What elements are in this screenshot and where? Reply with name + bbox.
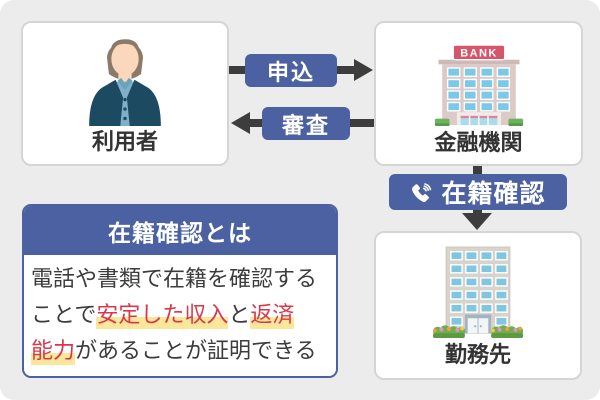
verify-arrow-head <box>462 213 492 230</box>
explain-text: と <box>228 302 251 327</box>
explain-line: 電話や書類で在籍を確認する <box>31 261 330 297</box>
explain-text: ことで <box>31 302 97 327</box>
bank-card-label: 金融機関 <box>434 130 523 155</box>
explain-line: ことで安定した収入と返済 <box>31 297 330 333</box>
apply-arrow-head <box>354 59 373 81</box>
explain-box: 在籍確認とは 電話や書類で在籍を確認する ことで安定した収入と返済 能力があるこ… <box>22 204 338 378</box>
highlighted-text: 能力 <box>31 338 76 365</box>
person-icon <box>77 26 173 126</box>
bank-card: BANK 金融機関 <box>374 21 583 166</box>
phone-icon <box>412 182 432 202</box>
explain-text: 電話や書類で在籍を確認する <box>31 266 318 291</box>
highlighted-text: 安定した収入 <box>96 302 229 329</box>
bank-sign: BANK <box>460 48 497 60</box>
office-building-icon <box>433 245 524 339</box>
apply-badge-label: 申込 <box>266 59 315 85</box>
workplace-card: 勤務先 <box>374 231 582 380</box>
explain-text: があることが証明できる <box>75 338 317 363</box>
verify-badge: 在籍確認 <box>389 174 567 210</box>
user-card: 利用者 <box>21 21 229 166</box>
highlighted-text: 返済 <box>250 302 295 329</box>
explain-line: 能力があることが証明できる <box>31 333 330 369</box>
explain-title: 在籍確認とは <box>24 206 336 255</box>
explain-body: 電話や書類で在籍を確認する ことで安定した収入と返済 能力があることが証明できる <box>24 255 336 369</box>
verify-badge-label: 在籍確認 <box>441 180 546 208</box>
workplace-card-label: 勤務先 <box>444 342 511 367</box>
review-badge: 審査 <box>262 107 350 140</box>
review-arrow-head <box>231 112 250 134</box>
bank-building-icon: BANK <box>433 44 525 127</box>
user-card-label: 利用者 <box>91 129 158 154</box>
review-badge-label: 審査 <box>281 112 330 138</box>
apply-badge: 申込 <box>245 54 337 87</box>
